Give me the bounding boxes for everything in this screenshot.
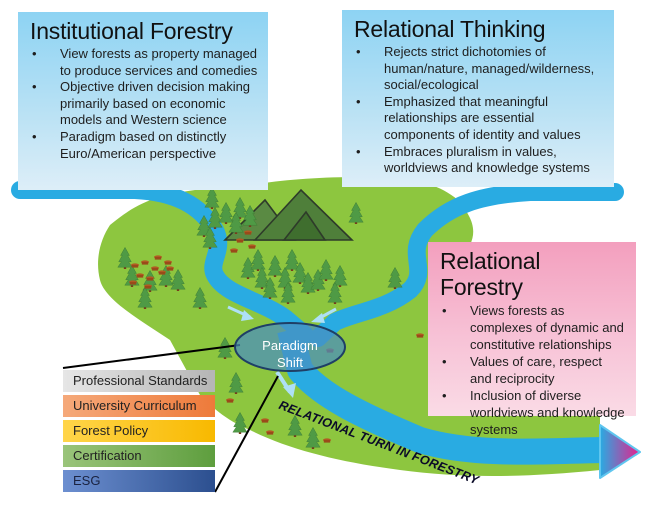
stump-icon [166,266,174,271]
paradigm-shift-line1: Paradigm [262,338,318,353]
box-title: Relational Forestry [440,248,541,300]
bullet-item: Emphasized that meaningful relationships… [352,94,604,144]
stump-icon [129,280,137,285]
connector-line [62,344,241,369]
paradigm-shift-ellipse [234,322,346,372]
lever-certification: Certification [63,445,215,467]
relational-forestry-box: Relational Forestry Views forests as com… [428,242,636,437]
bullet-item: Objective driven decision making primari… [28,79,258,129]
institutional-forestry-box: Institutional Forestry View forests as p… [18,12,268,190]
stump-icon [151,266,159,271]
box-title: Relational Thinking [354,16,546,42]
stump-icon [136,273,144,278]
bullet-item: View forests as property managed to prod… [28,46,258,79]
stump-icon [226,398,234,403]
bullet-item: Rejects strict dichotomies of human/natu… [352,44,604,94]
stump-icon [244,230,252,235]
stump-icon [144,284,152,289]
lever-university-curriculum: University Curriculum [63,395,215,417]
lever-professional-standards: Professional Standards [63,370,215,392]
turn-arrow-head-icon [599,424,641,479]
flow-arrow-icon [275,370,296,398]
connector-line [214,375,279,493]
stump-icon [323,438,331,443]
bullet-item: Views forests as complexes of dynamic an… [438,302,626,353]
stump-icon [236,238,244,243]
stump-icon [230,248,238,253]
stump-icon [248,244,256,249]
flow-arrow-icon [311,307,337,323]
stump-icon [266,430,274,435]
river-main [277,326,601,465]
flow-arrow-icon [227,305,254,321]
stump-icon [131,263,139,268]
bullet-item: Paradigm based on distinctly Euro/Americ… [28,129,258,162]
paradigm-shift-line2: Shift [276,355,303,370]
stump-icon [141,260,149,265]
stump-icon [416,333,424,338]
relational-thinking-box: Relational Thinking Rejects strict dicho… [342,10,614,187]
stump-icon [154,255,162,260]
box-title: Institutional Forestry [30,18,233,44]
lever-esg: ESG [63,470,215,492]
bullet-item: Embraces pluralism in values, worldviews… [352,144,604,177]
lever-forest-policy: Forest Policy [63,420,215,442]
stump-icon [158,270,166,275]
river-left [11,181,314,344]
stump-icon [146,276,154,281]
stump-icon [261,418,269,423]
bullet-item: Inclusion of diverse worldviews and know… [438,387,626,438]
river-right [309,183,624,347]
bullet-item: Values of care, respect and reciprocity [438,353,626,387]
paradigm-shift-label: Paradigm Shift [233,337,347,371]
stump-icon [164,260,172,265]
